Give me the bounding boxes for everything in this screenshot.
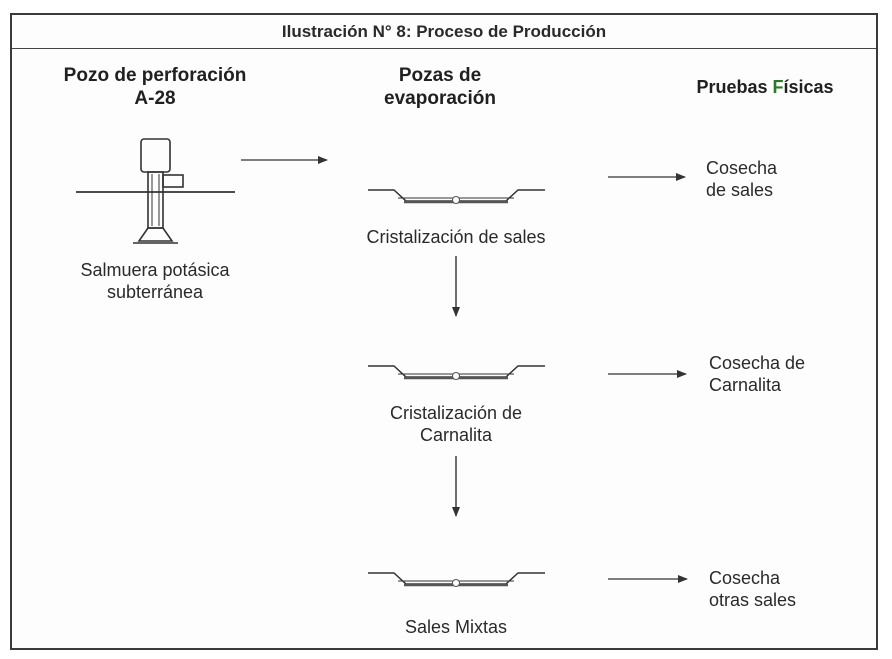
stage-label-line1: Cristalización de sales — [366, 227, 546, 247]
stage-label-line1: Cristalización de — [389, 403, 523, 423]
output-label-line2: Carnalita — [709, 375, 782, 395]
header-tests-highlight: F — [772, 77, 784, 97]
header-well-line1: Pozo de perforación — [63, 65, 247, 86]
output-label-line2: otras sales — [709, 590, 797, 610]
stage-label: Sales Mixtas — [336, 616, 576, 638]
output-label-line1: Cosecha — [706, 158, 778, 178]
output-label-line1: Cosecha — [709, 568, 781, 588]
stage-label: Cristalización de Carnalita — [336, 402, 576, 446]
output-label-line1: Cosecha de — [709, 353, 806, 373]
header-well: Pozo de perforación A-28 — [20, 64, 290, 110]
output-label-line2: de sales — [706, 180, 774, 200]
header-tests: Pruebas Físicas — [650, 76, 880, 99]
header-tests-pre: Pruebas — [696, 77, 773, 97]
diagram-frame — [10, 13, 878, 650]
header-ponds-line1: Pozas de — [398, 65, 482, 86]
header-tests-post: ísicas — [783, 77, 834, 97]
evaporation-pond-icon — [368, 365, 545, 380]
stage-label: Cristalización de sales — [316, 226, 596, 248]
evaporation-pond-icon — [368, 572, 545, 587]
header-well-line2: A-28 — [134, 88, 176, 109]
diagram-title: Ilustración N° 8: Proceso de Producción — [12, 15, 876, 49]
header-ponds: Pozas de evaporación — [350, 64, 530, 110]
well-label: Salmuera potásica subterránea — [35, 259, 275, 303]
output-label: Cosecha otras sales — [709, 567, 869, 611]
evaporation-pond-icon — [368, 189, 545, 204]
well-pump-icon — [76, 138, 235, 244]
well-label-line2: subterránea — [106, 282, 204, 302]
stage-label-line1: Sales Mixtas — [404, 617, 508, 637]
output-label: Cosecha de sales — [706, 157, 866, 201]
output-label: Cosecha de Carnalita — [709, 352, 869, 396]
stage-label-line2: Carnalita — [419, 425, 493, 445]
well-label-line1: Salmuera potásica — [80, 260, 230, 280]
header-ponds-line2: evaporación — [384, 88, 496, 109]
